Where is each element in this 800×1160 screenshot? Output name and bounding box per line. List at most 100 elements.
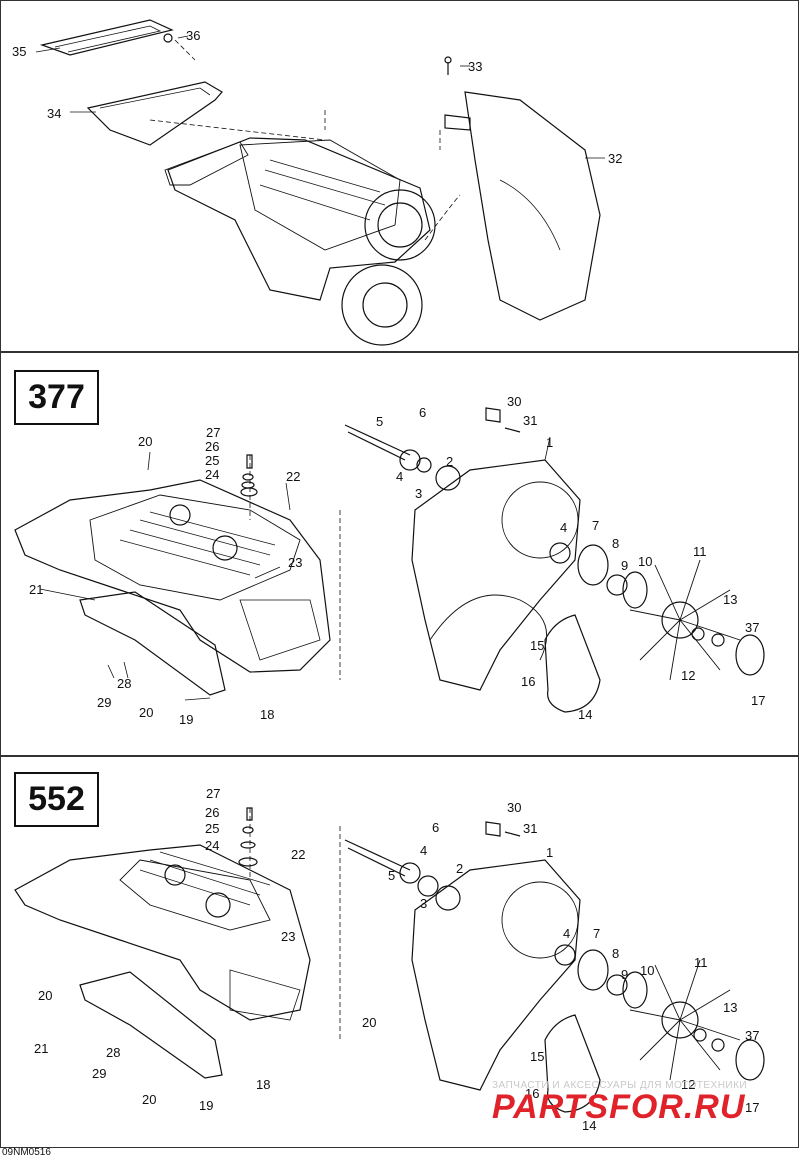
drawing-code: 09NM0516 — [2, 1147, 51, 1158]
part-14-belt-552 — [544, 1014, 601, 1113]
callout-34: 34 — [47, 106, 61, 121]
callout-552-3: 3 — [420, 896, 427, 911]
engine-label-552: 552 — [14, 772, 99, 827]
callout-377-30: 30 — [507, 394, 521, 409]
part-19-bracket-377 — [79, 591, 226, 696]
callout-552-18: 18 — [256, 1077, 270, 1092]
callout-552-15: 15 — [530, 1049, 544, 1064]
callout-377-27: 27 — [206, 425, 220, 440]
callout-552-5: 5 — [388, 868, 395, 883]
callout-33: 33 — [468, 59, 482, 74]
callout-552-31: 31 — [523, 821, 537, 836]
part-32-fan-housing — [464, 91, 601, 321]
callout-377-22: 22 — [286, 469, 300, 484]
callout-552-27: 27 — [206, 786, 220, 801]
callout-377-26: 26 — [205, 439, 219, 454]
callout-552-26: 26 — [205, 805, 219, 820]
callout-377-4b: 4 — [560, 520, 567, 535]
part-19-bracket-552 — [79, 971, 223, 1079]
callout-552-25: 25 — [205, 821, 219, 836]
callout-552-20c: 20 — [142, 1092, 156, 1107]
part-14-belt-377 — [544, 614, 601, 713]
callout-377-20: 20 — [138, 434, 152, 449]
callout-552-19: 19 — [199, 1098, 213, 1113]
panel-377 — [0, 352, 799, 756]
callout-377-11: 11 — [693, 544, 707, 559]
part-34-cover — [86, 81, 223, 146]
part-18-cover-377 — [14, 479, 331, 673]
callouts-552: 30 31 6 4 2 1 5 3 27 26 25 24 22 23 20 2… — [34, 786, 759, 1133]
callout-377-4: 4 — [396, 469, 403, 484]
callout-377-3: 3 — [415, 486, 422, 501]
callout-552-22: 22 — [291, 847, 305, 862]
panel-552 — [0, 756, 799, 1148]
callout-552-4b: 4 — [563, 926, 570, 941]
leader-lines — [35, 35, 605, 701]
recoil-housing — [341, 264, 423, 346]
callout-377-8: 8 — [612, 536, 619, 551]
callout-32: 32 — [608, 151, 622, 166]
callout-552-20b: 20 — [362, 1015, 376, 1030]
callout-552-9: 9 — [621, 967, 628, 982]
callout-552-20a: 20 — [38, 988, 52, 1003]
callout-552-1: 1 — [546, 845, 553, 860]
callout-552-28: 28 — [106, 1045, 120, 1060]
callout-377-18: 18 — [260, 707, 274, 722]
callout-377-13: 13 — [723, 592, 737, 607]
callout-377-14: 14 — [578, 707, 592, 722]
callout-377-31: 31 — [523, 413, 537, 428]
callout-552-24: 24 — [205, 838, 219, 853]
top-panel — [0, 0, 799, 352]
callout-552-10: 10 — [640, 963, 654, 978]
part-35-cover — [39, 19, 174, 56]
callout-377-2: 2 — [446, 454, 453, 469]
callout-36: 36 — [186, 28, 200, 43]
callout-35: 35 — [12, 44, 26, 59]
callout-552-14: 14 — [582, 1118, 596, 1133]
engine-block — [167, 137, 431, 301]
callout-377-12: 12 — [681, 668, 695, 683]
flywheel — [364, 189, 436, 261]
callout-552-16: 16 — [525, 1086, 539, 1101]
callout-377-25: 25 — [205, 453, 219, 468]
callout-377-37: 37 — [745, 620, 759, 635]
callout-377-5: 5 — [376, 414, 383, 429]
callout-552-2: 2 — [456, 861, 463, 876]
callout-377-16: 16 — [521, 674, 535, 689]
watermark-logo: PARTSFOR.RU — [492, 1088, 746, 1126]
callout-552-7: 7 — [593, 926, 600, 941]
callout-377-28: 28 — [117, 676, 131, 691]
callout-377-9: 9 — [621, 558, 628, 573]
callout-552-6: 6 — [432, 820, 439, 835]
callout-377-19: 19 — [179, 712, 193, 727]
callout-377-23: 23 — [288, 555, 302, 570]
callout-377-29: 29 — [97, 695, 111, 710]
callout-552-4: 4 — [420, 843, 427, 858]
watermark: ЗАПЧАСТИ И АКСЕССУАРЫ ДЛЯ МОТОТЕХНИКИ PA… — [492, 1080, 792, 1127]
callout-552-12: 12 — [681, 1077, 695, 1092]
callouts-377: 30 31 6 5 1 2 4 3 20 27 26 25 24 22 23 2… — [29, 394, 765, 727]
callout-377-24: 24 — [205, 467, 219, 482]
callout-552-17: 17 — [745, 1100, 759, 1115]
callout-552-30: 30 — [507, 800, 521, 815]
callout-552-11: 11 — [694, 955, 708, 970]
callout-377-21: 21 — [29, 582, 43, 597]
part-11-fan-552 — [661, 1001, 699, 1039]
part-11-fan-377 — [661, 601, 699, 639]
callout-552-23: 23 — [281, 929, 295, 944]
part-1-housing-552 — [411, 859, 581, 1091]
callout-377-7: 7 — [592, 518, 599, 533]
callout-552-21: 21 — [34, 1041, 48, 1056]
callout-377-17: 17 — [751, 693, 765, 708]
callout-552-37: 37 — [745, 1028, 759, 1043]
part-1-housing-377 — [411, 459, 581, 691]
callout-377-1: 1 — [546, 435, 553, 450]
engine-label-377: 377 — [14, 370, 99, 425]
callout-552-29: 29 — [92, 1066, 106, 1081]
callout-552-8: 8 — [612, 946, 619, 961]
watermark-subtitle: ЗАПЧАСТИ И АКСЕССУАРЫ ДЛЯ МОТОТЕХНИКИ — [492, 1080, 748, 1091]
callout-377-20b: 20 — [139, 705, 153, 720]
callout-552-13: 13 — [723, 1000, 737, 1015]
part-18-cover-552 — [14, 844, 311, 1021]
